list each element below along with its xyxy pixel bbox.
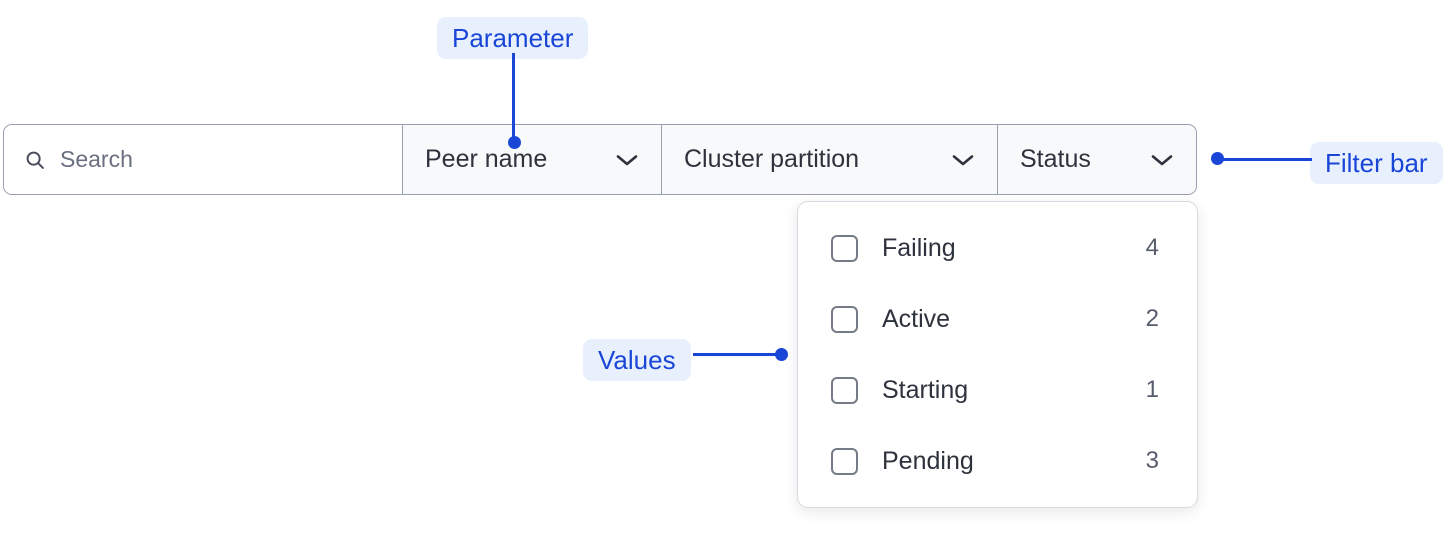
dropdown-option-count: 3 — [1145, 447, 1159, 474]
dropdown-option-count: 1 — [1145, 376, 1159, 403]
search-icon — [24, 149, 46, 171]
annotation-parameter: Parameter — [437, 17, 589, 60]
dropdown-option-failing[interactable]: Failing 4 — [798, 224, 1197, 272]
annotation-values-dot — [775, 348, 788, 361]
dropdown-option-active[interactable]: Active 2 — [798, 295, 1197, 343]
status-filter-dropdown: Failing 4 Active 2 Starting 1 Pending 3 — [797, 201, 1198, 508]
checkbox-active[interactable] — [831, 305, 858, 333]
annotation-values-connector — [693, 353, 783, 356]
checkbox-starting[interactable] — [831, 376, 858, 404]
dropdown-option-label: Failing — [882, 233, 956, 262]
checkbox-pending[interactable] — [831, 447, 858, 475]
dropdown-option-label: Pending — [882, 446, 974, 475]
filter-segment-cluster-partition-label: Cluster partition — [684, 145, 860, 173]
annotation-values: Values — [583, 339, 691, 382]
dropdown-option-starting[interactable]: Starting 1 — [798, 366, 1197, 414]
dropdown-option-count: 2 — [1145, 305, 1159, 332]
filter-segment-cluster-partition[interactable]: Cluster partition — [662, 125, 998, 194]
chevron-down-icon[interactable] — [1150, 153, 1174, 167]
chevron-down-icon[interactable] — [615, 153, 639, 167]
dropdown-option-count: 4 — [1145, 234, 1159, 261]
filter-bar: Peer name Cluster partition Status — [3, 124, 1197, 195]
checkbox-failing[interactable] — [831, 234, 858, 262]
annotation-parameter-dot — [508, 136, 521, 149]
annotation-parameter-connector — [512, 53, 515, 137]
filter-segment-status-label: Status — [1020, 145, 1091, 173]
annotation-filter-bar-dot — [1211, 152, 1224, 165]
filter-segment-peer-name-label: Peer name — [425, 145, 548, 173]
dropdown-option-pending[interactable]: Pending 3 — [798, 437, 1197, 485]
search-field-wrapper[interactable] — [4, 125, 403, 194]
filter-segment-peer-name[interactable]: Peer name — [403, 125, 662, 194]
filter-segment-status[interactable]: Status — [998, 125, 1196, 194]
annotation-filter-bar: Filter bar — [1310, 142, 1443, 185]
chevron-down-icon[interactable] — [951, 153, 975, 167]
dropdown-option-label: Active — [882, 304, 951, 333]
annotation-filter-bar-connector — [1221, 158, 1312, 161]
search-input[interactable] — [60, 146, 382, 173]
dropdown-option-label: Starting — [882, 375, 969, 404]
